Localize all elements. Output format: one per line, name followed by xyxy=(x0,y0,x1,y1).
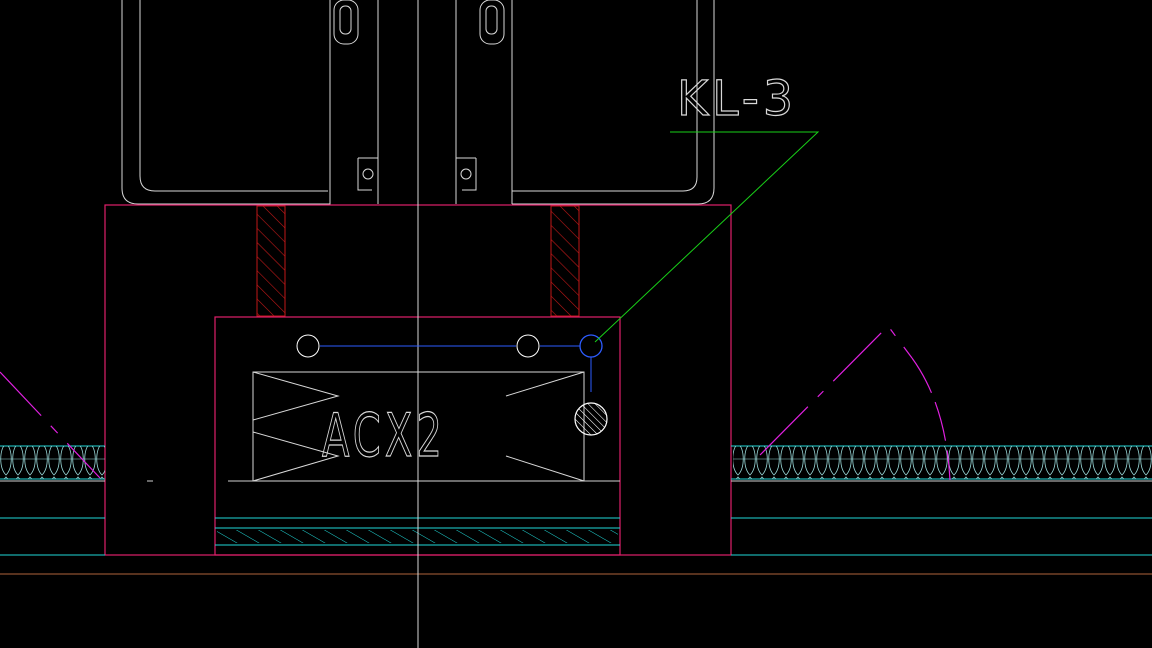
red-hatched-columns xyxy=(256,205,580,317)
upper-panel-outlines xyxy=(121,0,715,205)
beam-tag: KL-3 xyxy=(677,71,797,127)
magenta-marks xyxy=(0,325,951,481)
leader-line xyxy=(594,131,820,343)
rebar-line xyxy=(296,334,603,392)
insulation-bands xyxy=(0,446,1152,479)
rebar-circle xyxy=(296,334,320,358)
box-tag: ACX2 xyxy=(322,401,446,471)
hatched-rebar xyxy=(574,402,608,436)
rebar-circle xyxy=(516,334,540,358)
rebar-circle-blue xyxy=(579,334,603,358)
